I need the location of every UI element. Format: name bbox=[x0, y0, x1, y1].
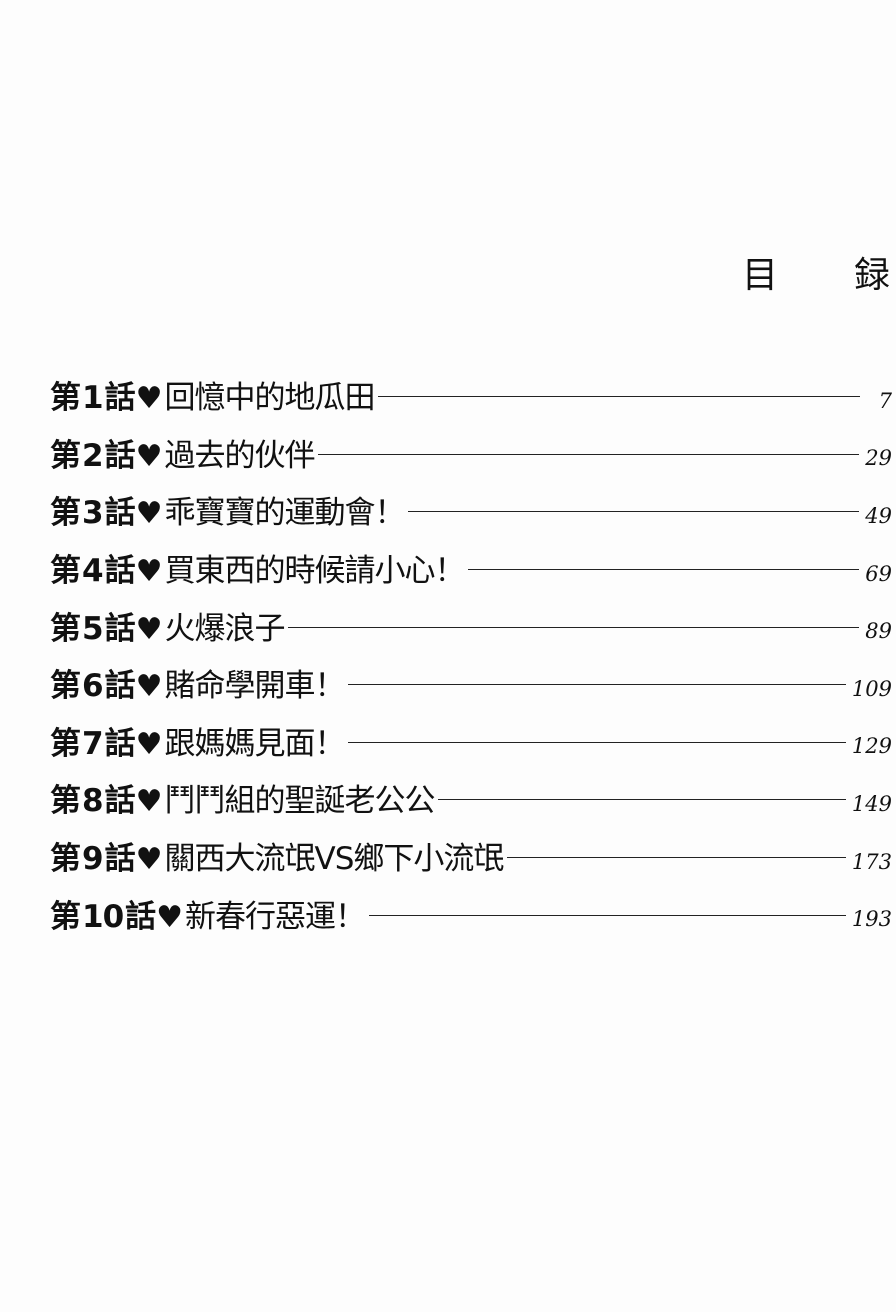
toc-entry: 第8話♥鬥鬥組的聖誕老公公 149 bbox=[50, 769, 892, 827]
chapter-label: 第3話♥乖寶寶的運動會！ bbox=[50, 487, 405, 532]
heart-icon: ♥ bbox=[135, 726, 163, 762]
page-number: 7 bbox=[878, 388, 892, 413]
chapter-title: 乖寶寶的運動會！ bbox=[164, 495, 405, 532]
chapter-number: 3 bbox=[82, 495, 104, 532]
chapter-label: 第1話♥回憶中的地瓜田 bbox=[50, 372, 375, 417]
chapter-number: 7 bbox=[82, 725, 104, 762]
toc-entry: 第10話♥新春行惡運！ 193 bbox=[50, 884, 892, 942]
toc-entry: 第3話♥乖寶寶的運動會！ 49 bbox=[50, 481, 892, 539]
chapter-label: 第4話♥買東西的時候請小心！ bbox=[50, 545, 465, 590]
leader-line bbox=[369, 914, 846, 916]
page-number: 149 bbox=[851, 791, 892, 816]
chapter-title: 跟媽媽見面！ bbox=[164, 725, 345, 762]
toc-entry: 第4話♥買東西的時候請小心！ 69 bbox=[50, 539, 892, 597]
chapter-prefix: 第 bbox=[50, 898, 81, 935]
page-number: 89 bbox=[865, 619, 892, 644]
leader-line bbox=[507, 857, 846, 859]
chapter-suffix: 話 bbox=[104, 841, 136, 878]
chapter-title: 新春行惡運！ bbox=[185, 898, 366, 935]
chapter-prefix: 第 bbox=[50, 841, 81, 878]
heart-icon: ♥ bbox=[135, 669, 163, 705]
heart-icon: ♥ bbox=[135, 554, 163, 590]
chapter-title: 賭命學開車！ bbox=[164, 668, 345, 705]
page-number: 109 bbox=[851, 676, 892, 701]
chapter-suffix: 話 bbox=[104, 553, 136, 590]
toc-entry: 第7話♥跟媽媽見面！ 129 bbox=[50, 712, 892, 770]
leader-line bbox=[348, 741, 846, 743]
page-number: 173 bbox=[851, 849, 892, 874]
leader-line bbox=[438, 799, 846, 801]
chapter-title: 火爆浪子 bbox=[164, 610, 285, 647]
chapter-label: 第9話♥關西大流氓VS鄉下小流氓 bbox=[50, 833, 504, 878]
heart-icon: ♥ bbox=[135, 784, 163, 820]
chapter-prefix: 第 bbox=[50, 610, 81, 647]
heading-char-2: 録 bbox=[854, 255, 891, 296]
chapter-title: 買東西的時候請小心！ bbox=[164, 553, 465, 590]
page-number: 29 bbox=[865, 446, 892, 471]
chapter-prefix: 第 bbox=[50, 668, 81, 705]
chapter-prefix: 第 bbox=[50, 783, 81, 820]
leader-line bbox=[348, 684, 846, 686]
chapter-suffix: 話 bbox=[104, 437, 136, 474]
toc-entry: 第9話♥關西大流氓VS鄉下小流氓 173 bbox=[50, 827, 892, 885]
page-number: 49 bbox=[865, 503, 892, 528]
heart-icon: ♥ bbox=[156, 899, 183, 935]
chapter-suffix: 話 bbox=[104, 495, 136, 532]
chapter-number: 10 bbox=[82, 898, 124, 935]
chapter-number: 4 bbox=[82, 553, 104, 590]
chapter-suffix: 話 bbox=[104, 380, 136, 417]
leader-line bbox=[288, 626, 860, 628]
chapter-suffix: 話 bbox=[104, 725, 136, 762]
chapter-label: 第10話♥新春行惡運！ bbox=[50, 891, 366, 936]
toc-entry: 第2話♥過去的伙伴 29 bbox=[50, 424, 892, 482]
chapter-number: 9 bbox=[82, 841, 104, 878]
chapter-suffix: 話 bbox=[125, 898, 156, 935]
leader-line bbox=[378, 396, 860, 398]
chapter-suffix: 話 bbox=[104, 783, 136, 820]
chapter-label: 第5話♥火爆浪子 bbox=[50, 603, 285, 648]
heart-icon: ♥ bbox=[135, 438, 163, 474]
chapter-title: 關西大流氓VS鄉下小流氓 bbox=[164, 841, 504, 878]
toc-entry: 第6話♥賭命學開車！ 109 bbox=[50, 654, 892, 712]
leader-line bbox=[468, 569, 860, 571]
chapter-prefix: 第 bbox=[50, 553, 81, 590]
chapter-number: 5 bbox=[82, 610, 104, 647]
chapter-label: 第2話♥過去的伙伴 bbox=[50, 430, 315, 475]
heart-icon: ♥ bbox=[135, 496, 163, 532]
heart-icon: ♥ bbox=[135, 381, 163, 417]
chapter-number: 6 bbox=[82, 668, 104, 705]
toc-heading: 目 録 bbox=[742, 246, 896, 296]
leader-line bbox=[318, 453, 860, 455]
toc-entry: 第1話♥回憶中的地瓜田 7 bbox=[50, 366, 892, 424]
chapter-label: 第6話♥賭命學開車！ bbox=[50, 660, 345, 705]
chapter-suffix: 話 bbox=[104, 668, 136, 705]
page-number: 193 bbox=[851, 907, 892, 932]
leader-line bbox=[408, 511, 860, 513]
chapter-title: 鬥鬥組的聖誕老公公 bbox=[164, 783, 435, 820]
chapter-title: 回憶中的地瓜田 bbox=[164, 380, 375, 417]
heart-icon: ♥ bbox=[135, 611, 163, 647]
chapter-title: 過去的伙伴 bbox=[164, 437, 315, 474]
chapter-prefix: 第 bbox=[50, 495, 81, 532]
chapter-suffix: 話 bbox=[104, 610, 136, 647]
chapter-number: 8 bbox=[82, 783, 104, 820]
chapter-label: 第8話♥鬥鬥組的聖誕老公公 bbox=[50, 775, 435, 820]
chapter-number: 2 bbox=[82, 437, 104, 474]
heart-icon: ♥ bbox=[135, 842, 163, 878]
chapter-label: 第7話♥跟媽媽見面！ bbox=[50, 718, 345, 763]
heading-char-1: 目 bbox=[742, 255, 779, 296]
chapter-number: 1 bbox=[82, 380, 104, 417]
chapter-prefix: 第 bbox=[50, 380, 81, 417]
chapter-prefix: 第 bbox=[50, 437, 81, 474]
chapter-prefix: 第 bbox=[50, 725, 81, 762]
page-number: 129 bbox=[851, 734, 892, 759]
toc-entry: 第5話♥火爆浪子 89 bbox=[50, 596, 892, 654]
page-number: 69 bbox=[865, 561, 892, 586]
